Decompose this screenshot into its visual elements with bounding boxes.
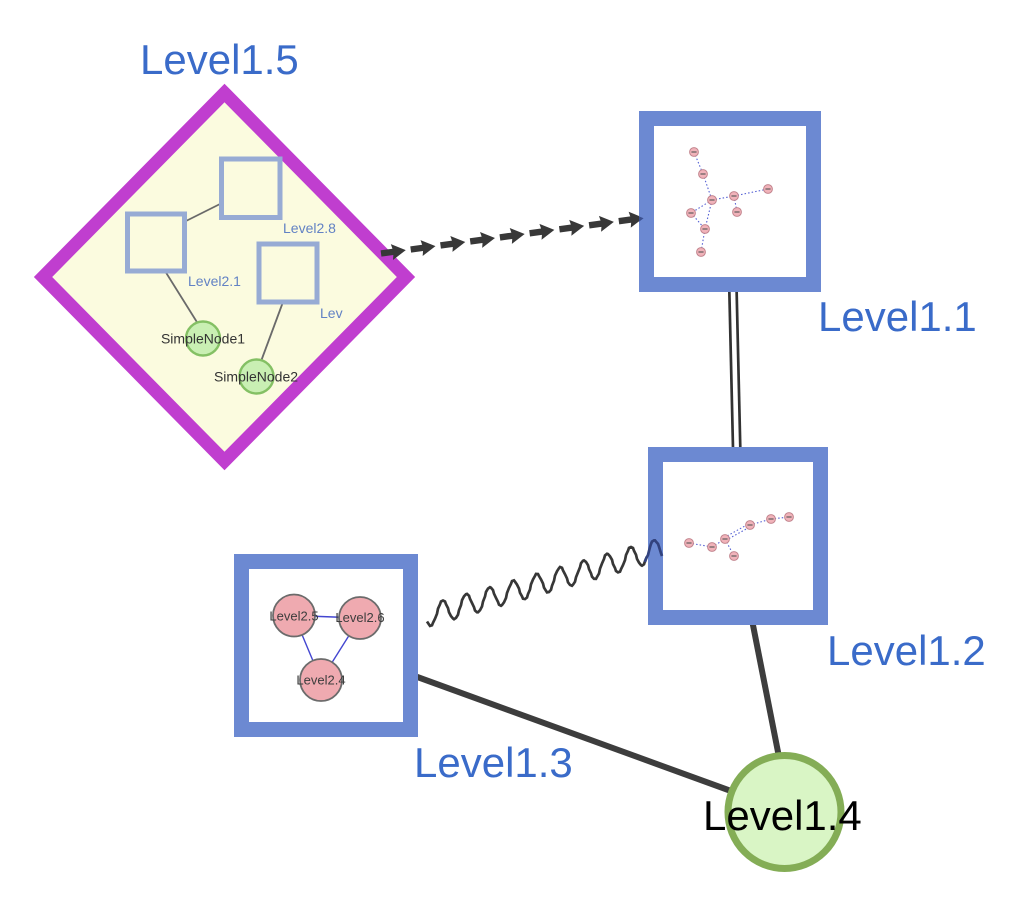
svg-text:Level2.1: Level2.1	[188, 273, 241, 289]
svg-text:SimpleNode1: SimpleNode1	[161, 331, 245, 347]
svg-text:Level2.5: Level2.5	[269, 609, 318, 624]
svg-text:Level2.4: Level2.4	[296, 673, 345, 688]
svg-text:SimpleNode2: SimpleNode2	[214, 369, 298, 385]
svg-text:Level1.4: Level1.4	[703, 792, 862, 839]
svg-text:Level2.6: Level2.6	[335, 610, 384, 625]
svg-text:Level1.2: Level1.2	[827, 627, 986, 674]
svg-text:Level1.1: Level1.1	[818, 293, 977, 340]
svg-text:Level1.3: Level1.3	[414, 739, 573, 786]
svg-text:Level2.8: Level2.8	[283, 220, 336, 236]
svg-text:Level1.5: Level1.5	[140, 36, 299, 83]
svg-text:Lev: Lev	[320, 305, 343, 321]
